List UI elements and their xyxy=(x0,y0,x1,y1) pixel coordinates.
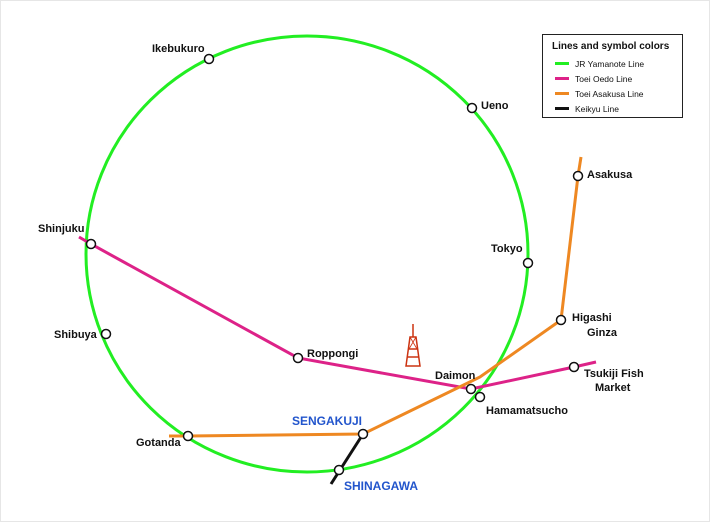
legend-swatch-asakusa xyxy=(555,92,569,95)
station-label-shibuya: Shibuya xyxy=(54,329,98,341)
station-markers xyxy=(85,53,584,476)
station-label-gotanda: Gotanda xyxy=(136,437,181,449)
station-label-higashi: Higashi xyxy=(572,312,612,324)
station-marker-ikebukuro[interactable] xyxy=(203,53,215,65)
legend-swatch-oedo xyxy=(555,77,569,80)
asakusa-line xyxy=(169,156,583,438)
station-marker-shinagawa[interactable] xyxy=(333,464,345,476)
legend-item-yamanote: JR Yamanote Line xyxy=(555,56,682,71)
station-marker-shinjuku[interactable] xyxy=(85,238,97,250)
legend: Lines and symbol colors JR Yamanote Line… xyxy=(542,34,683,118)
legend-label: Toei Asakusa Line xyxy=(575,88,644,99)
legend-item-oedo: Toei Oedo Line xyxy=(555,71,682,86)
station-marker-roppongi[interactable] xyxy=(292,352,304,364)
legend-label: Toei Oedo Line xyxy=(575,73,633,84)
station-marker-shibuya[interactable] xyxy=(100,328,112,340)
keikyu-line xyxy=(329,433,365,485)
station-label-ueno: Ueno xyxy=(481,100,509,112)
legend-label: Keikyu Line xyxy=(575,103,619,114)
station-marker-higashi-ginza[interactable] xyxy=(555,314,567,326)
legend-item-asakusa: Toei Asakusa Line xyxy=(555,86,682,101)
station-marker-tokyo[interactable] xyxy=(522,257,534,269)
yamanote-line xyxy=(84,34,530,474)
station-label-shinjuku: Shinjuku xyxy=(38,223,84,235)
legend-swatch-yamanote xyxy=(555,62,569,65)
legend-item-keikyu: Keikyu Line xyxy=(555,101,682,116)
station-marker-daimon[interactable] xyxy=(465,383,477,395)
station-marker-ueno[interactable] xyxy=(466,102,478,114)
station-label-asakusa: Asakusa xyxy=(587,169,633,181)
legend-title: Lines and symbol colors xyxy=(552,41,670,52)
station-label-sengakuji: SENGAKUJI xyxy=(292,414,362,428)
tokyo-tower-icon xyxy=(405,324,421,367)
station-label-hamamatsucho: Hamamatsucho xyxy=(486,405,568,417)
station-marker-hamamatsucho[interactable] xyxy=(474,391,486,403)
station-label-tsukiji-2: Market xyxy=(595,382,631,394)
legend-swatch-keikyu xyxy=(555,107,569,110)
station-label-roppongi: Roppongi xyxy=(307,348,358,360)
legend-label: JR Yamanote Line xyxy=(575,58,645,69)
station-label-daimon: Daimon xyxy=(435,370,476,382)
station-label-ikebukuro: Ikebukuro xyxy=(152,43,205,55)
station-marker-asakusa[interactable] xyxy=(572,170,584,182)
station-marker-gotanda[interactable] xyxy=(182,430,194,442)
station-label-tsukiji-1: Tsukiji Fish xyxy=(584,368,644,380)
station-label-ginza: Ginza xyxy=(587,327,618,339)
station-label-tokyo: Tokyo xyxy=(491,243,523,255)
station-label-shinagawa: SHINAGAWA xyxy=(344,479,418,493)
station-marker-sengakuji[interactable] xyxy=(357,428,369,440)
station-marker-tsukiji[interactable] xyxy=(568,361,580,373)
